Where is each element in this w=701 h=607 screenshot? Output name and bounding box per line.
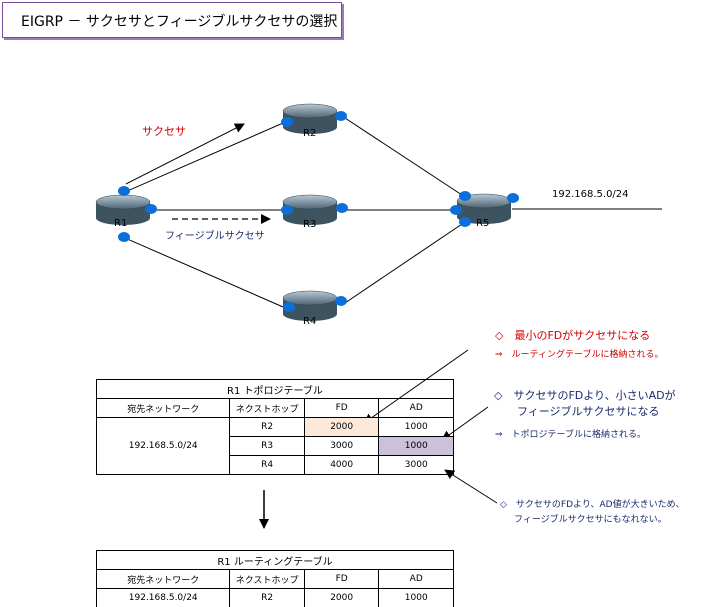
annotation-routing-table: ⇒ ルーティングテーブルに格納される。 [495,350,664,360]
routing-table-title: R1 ルーティングテーブル [96,550,454,570]
link-r1-r2 [124,119,291,193]
router-r4: R4 [282,290,338,327]
interface-dots [118,111,519,312]
topology-cell-hop: R4 [229,455,305,475]
topology-cell-fd-highlight: 2000 [303,417,380,437]
topology-header-fd: FD [303,398,380,418]
topology-table: R1 トポロジテーブル 宛先ネットワーク ネクストホップ FD AD 192.1… [95,379,454,475]
routing-cell-fd: 2000 [303,588,380,607]
link-r4-r5 [344,221,466,304]
feasible-successor-label: フィージブルサクセサ [165,229,265,242]
topology-cell-hop: R3 [229,436,305,456]
title-box: EIGRP － サクセサとフィージブルサクセサの選択 [2,2,342,38]
topology-table-title: R1 トポロジテーブル [96,379,454,399]
router-r2: R2 [282,103,338,139]
routing-header-fd: FD [303,569,380,589]
successor-arrow [125,123,245,185]
table-row: 192.168.5.0/24 R2 2000 1000 [95,588,454,607]
topology-header-network: 宛先ネットワーク [95,398,231,418]
routing-header-network: 宛先ネットワーク [95,569,231,589]
topology-cell-hop: R2 [229,417,305,437]
router-r2-label: R2 [303,128,316,139]
router-r1: R1 [95,194,151,229]
topology-cell-ad-highlight: 1000 [378,436,454,456]
router-r3-label: R3 [303,219,316,230]
link-r1-r4 [124,237,291,311]
routing-header-ad: AD [378,569,454,589]
topology-cell-ad: 1000 [378,417,454,437]
link-r2-r5 [344,117,466,198]
routing-cell-ad: 1000 [378,588,454,607]
topology-cell-network: 192.168.5.0/24 [95,417,231,475]
annotation-not-feasible: フィージブルサクセサにもなれない。 [514,515,667,525]
router-r4-label: R4 [303,316,316,327]
successor-label: サクセサ [142,125,186,138]
annotation-topology-table: ⇒ トポロジテーブルに格納される。 [495,430,647,440]
topology-header-nexthop: ネクストホップ [229,398,305,418]
router-r5-label: R5 [476,218,489,229]
routing-header-nexthop: ネクストホップ [229,569,305,589]
routing-table: R1 ルーティングテーブル 宛先ネットワーク ネクストホップ FD AD 192… [95,550,454,607]
annotation-ad-larger: ◇ サクセサのFDより、AD値が大きいため、 [500,500,685,510]
router-r3: R3 [282,194,338,230]
annotation-min-fd: ◇ 最小のFDがサクセサになる [495,329,651,342]
topology-cell-ad: 3000 [378,455,454,475]
topology-header-ad: AD [378,398,454,418]
pointer-arrow-r4 [444,469,498,504]
routing-cell-network: 192.168.5.0/24 [95,588,231,607]
topology-cell-fd: 4000 [303,455,380,475]
annotation-smaller-ad: ◇ サクセサのFDより、小さいADが [494,389,676,402]
router-r1-label: R1 [114,218,127,229]
page-title: EIGRP － サクセサとフィージブルサクセサの選択 [21,14,338,30]
annotation-feasible: フィージブルサクセサになる [517,405,660,418]
table-row: 192.168.5.0/24 R2 2000 1000 [95,417,454,475]
table-row: R4 4000 3000 [97,455,454,475]
topology-cell-fd: 3000 [303,436,380,456]
routing-cell-hop: R2 [229,588,305,607]
network-label: 192.168.5.0/24 [552,189,629,200]
table-row: R3 3000 1000 [97,436,454,456]
